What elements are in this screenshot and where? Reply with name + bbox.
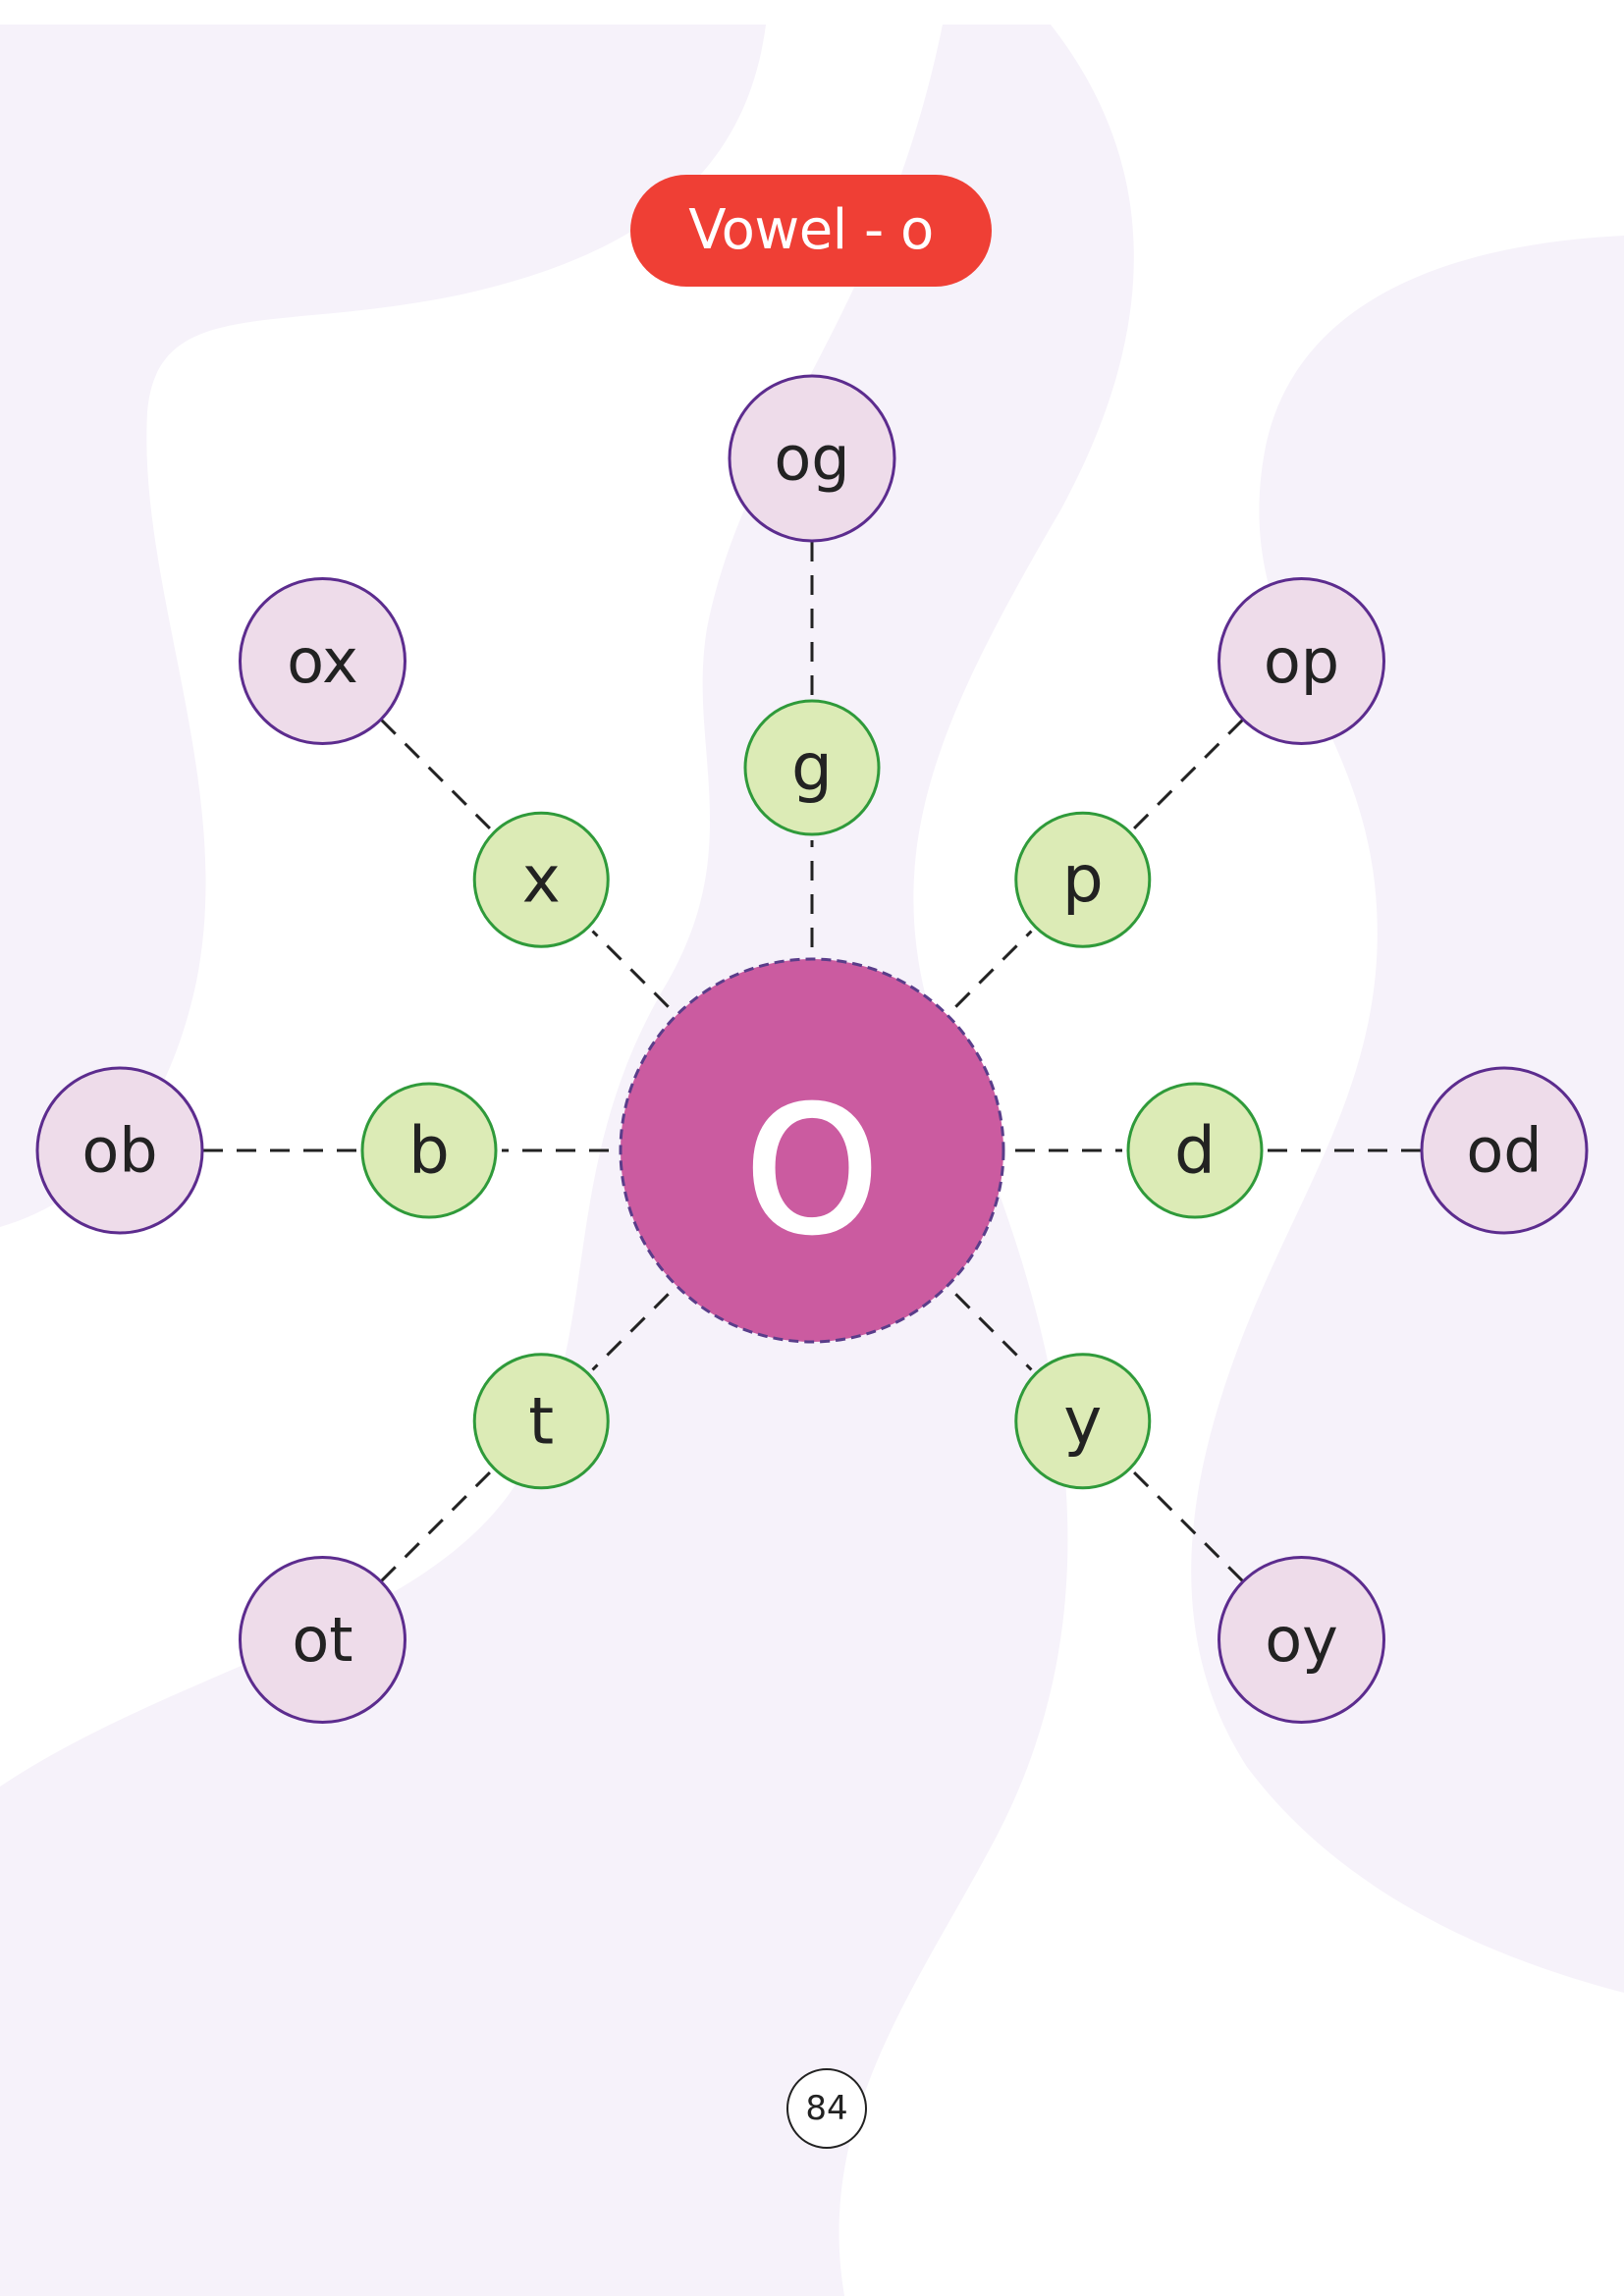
consonant-node-y-circle — [1014, 1353, 1152, 1490]
connector-center-to-x — [591, 930, 670, 1008]
connector-t-to-ot — [379, 1471, 491, 1583]
word-node-og-label: og — [774, 423, 849, 495]
word-node-op-circle — [1218, 576, 1386, 745]
consonant-node-d-circle — [1126, 1082, 1264, 1219]
consonant-node-t: t — [472, 1353, 610, 1490]
word-node-op-label: op — [1264, 625, 1339, 697]
word-node-ot-circle — [238, 1556, 406, 1725]
connector-lines — [202, 541, 1422, 1583]
connector-x-to-ox — [379, 718, 491, 829]
word-node-oy: oy — [1218, 1556, 1386, 1725]
word-node-od-label: od — [1466, 1115, 1542, 1187]
word-node-ox: ox — [238, 576, 406, 745]
page-number: 84 — [786, 2068, 867, 2149]
consonant-node-b-label: b — [408, 1113, 450, 1189]
center-vowel-node-label: o — [740, 1013, 885, 1288]
word-node-og: og — [728, 374, 896, 543]
center-vowel-node-circle — [619, 957, 1005, 1344]
consonant-node-b: b — [360, 1082, 498, 1219]
word-node-ot-label: ot — [292, 1604, 352, 1676]
consonant-node-b-circle — [360, 1082, 498, 1219]
connector-center-to-t — [591, 1293, 670, 1371]
consonant-node-p: p — [1014, 811, 1152, 948]
consonant-node-x-circle — [472, 811, 610, 948]
consonant-node-g-circle — [743, 699, 881, 836]
connector-p-to-op — [1133, 718, 1245, 829]
consonant-node-g: g — [743, 699, 881, 836]
connector-y-to-oy — [1133, 1471, 1245, 1583]
title-badge: Vowel - o — [630, 175, 992, 287]
word-node-oy-circle — [1218, 1556, 1386, 1725]
connector-center-to-p — [954, 930, 1033, 1008]
word-node-ob: ob — [35, 1066, 204, 1235]
consonant-node-t-circle — [472, 1353, 610, 1490]
consonant-node-d-label: d — [1174, 1113, 1216, 1189]
word-node-og-circle — [728, 374, 896, 543]
connector-center-to-y — [954, 1293, 1033, 1371]
word-node-oy-label: oy — [1265, 1604, 1338, 1676]
word-node-op: op — [1218, 576, 1386, 745]
center-vowel-node: o — [619, 957, 1005, 1344]
consonant-node-p-circle — [1014, 811, 1152, 948]
consonant-node-g-label: g — [791, 730, 833, 806]
consonant-node-y: y — [1014, 1353, 1152, 1490]
word-node-ox-circle — [238, 576, 406, 745]
consonant-node-p-label: p — [1062, 842, 1104, 918]
consonant-node-d: d — [1126, 1082, 1264, 1219]
consonant-node-x-label: x — [522, 842, 561, 918]
consonant-node-y-label: y — [1063, 1383, 1102, 1459]
word-node-od-circle — [1420, 1066, 1589, 1235]
word-node-od: od — [1420, 1066, 1589, 1235]
word-node-ox-label: ox — [287, 625, 358, 697]
word-node-ob-label: ob — [81, 1115, 157, 1187]
consonant-node-x: x — [472, 811, 610, 948]
word-node-ob-circle — [35, 1066, 204, 1235]
consonant-node-t-label: t — [528, 1383, 554, 1459]
word-node-ot: ot — [238, 1556, 406, 1725]
